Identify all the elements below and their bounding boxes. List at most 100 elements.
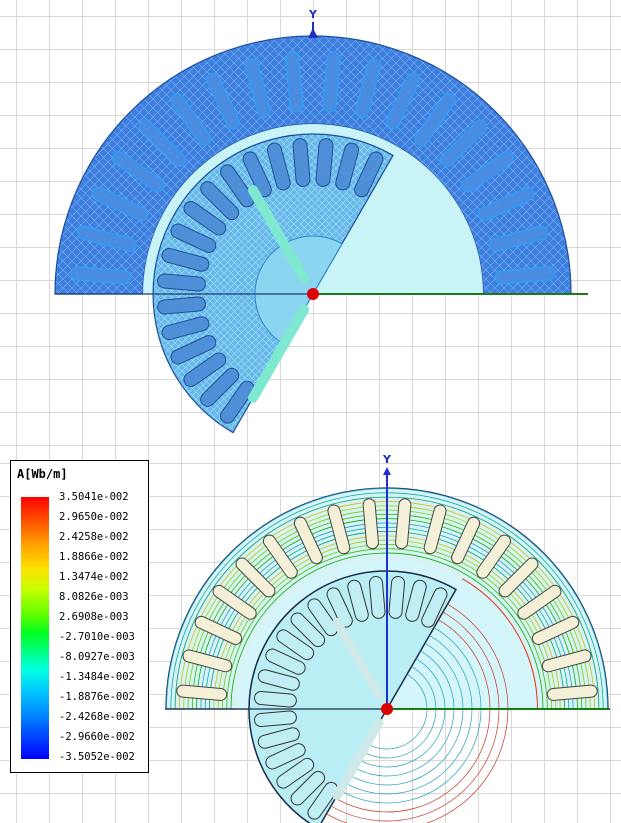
legend-value: -2.9660e-002 (59, 731, 135, 743)
contour-line (330, 611, 500, 822)
legend-value: -1.3484e-002 (59, 671, 135, 683)
magnet (332, 617, 384, 700)
stator-slot (362, 498, 379, 550)
stator-slot (327, 504, 351, 555)
stator-slot (386, 72, 420, 130)
stator-slot (77, 225, 137, 252)
rotor-contours (326, 603, 509, 823)
rotor-bar (200, 367, 240, 407)
stator-slot (138, 119, 187, 168)
rotor-bar (183, 352, 227, 387)
legend-title: A[Wb/m] (17, 467, 68, 481)
stator-slot (489, 225, 549, 252)
stator-slot (112, 151, 165, 193)
legend-value: 8.0826e-003 (59, 591, 129, 603)
rotor-bar (170, 335, 217, 365)
y-axis-arrow (383, 467, 391, 475)
stator-slot (235, 557, 276, 598)
field-legend: A[Wb/m] 3.5041e-002 2.9650e-002 2.4258e-… (10, 460, 149, 773)
rotor-bar (368, 575, 386, 619)
contour-line (353, 650, 455, 777)
rotor-bar (307, 598, 339, 637)
stator-slot (531, 615, 580, 645)
stator-slot (285, 51, 304, 113)
legend-value: -2.7010e-003 (59, 631, 135, 643)
rotor-bar (276, 757, 315, 789)
rotor-bar (265, 743, 306, 770)
stator-slot (423, 504, 447, 555)
stator-slot (176, 684, 228, 701)
rotor-shaft (254, 235, 343, 345)
rotor-bar (335, 142, 360, 191)
origin-marker (381, 703, 393, 715)
rotor-bar (388, 575, 406, 619)
rotor-bar (170, 223, 217, 253)
rotor-bar (200, 181, 240, 221)
stator-slot (494, 266, 556, 285)
rotor-bar (161, 247, 210, 272)
magnet (332, 718, 384, 801)
stator-slots (70, 51, 556, 285)
stator-slot (498, 557, 539, 598)
legend-value: -1.8876e-002 (59, 691, 135, 703)
contour-line (366, 674, 428, 750)
contour-line (326, 603, 509, 823)
origin-marker (307, 288, 319, 300)
contour-line (344, 635, 473, 795)
rotor-bar (315, 138, 334, 187)
stator-slot (194, 615, 243, 645)
rotor-bar (292, 138, 311, 187)
stator-slot (212, 584, 257, 620)
rotor-bars (253, 575, 448, 820)
rotor-bar (253, 710, 297, 728)
stator-slot (451, 516, 481, 565)
rotor-bar (290, 770, 326, 806)
legend-value: -2.4268e-002 (59, 711, 135, 723)
rotor-bar (347, 579, 369, 622)
legend-value: 2.9650e-002 (59, 511, 129, 523)
stator-slot (91, 187, 149, 221)
rotor-bar (183, 201, 227, 236)
legend-value: 3.5041e-002 (59, 491, 129, 503)
stator-slot (182, 649, 233, 673)
stator-slot (414, 93, 456, 146)
magnet (248, 185, 309, 284)
stator-slot (476, 534, 512, 579)
rotor-bar (157, 273, 206, 292)
rotor-bar (220, 164, 255, 208)
rotor-bar (161, 316, 210, 341)
rotor-bar (276, 629, 315, 661)
stator-slot (395, 498, 412, 550)
rotor-magnets (248, 185, 309, 403)
mesh-view: Y (0, 0, 621, 447)
rotor-bar (257, 727, 300, 749)
rotor-bar (253, 690, 297, 708)
rotor-bar (307, 781, 339, 820)
magnet (248, 304, 309, 403)
rotor-bar (421, 587, 448, 628)
stator-slot (355, 58, 382, 118)
stator-slot (546, 684, 598, 701)
stator-slot (170, 93, 212, 146)
stator-slot (262, 534, 298, 579)
contour-line (348, 642, 464, 786)
legend-value: 1.3474e-002 (59, 571, 129, 583)
legend-value: 2.6908e-003 (59, 611, 129, 623)
contour-line (339, 627, 482, 804)
rotor-bars (157, 138, 384, 424)
contour-line (357, 658, 446, 768)
legend-value: 1.8866e-002 (59, 551, 129, 563)
rotor-bar (257, 669, 300, 691)
stator-slot (206, 72, 240, 130)
rotor-bar (265, 648, 306, 675)
rotor-bar (157, 296, 206, 315)
stator-slot (461, 151, 514, 193)
stator-slot (439, 119, 488, 168)
y-axis-label: Y (308, 8, 318, 21)
legend-value: -3.5052e-002 (59, 751, 135, 763)
legend-value: 2.4258e-002 (59, 531, 129, 543)
rotor-bar (326, 587, 353, 628)
stator-slot (70, 266, 132, 285)
mesh-canvas[interactable]: Y (0, 0, 621, 447)
stator-slot (477, 187, 535, 221)
